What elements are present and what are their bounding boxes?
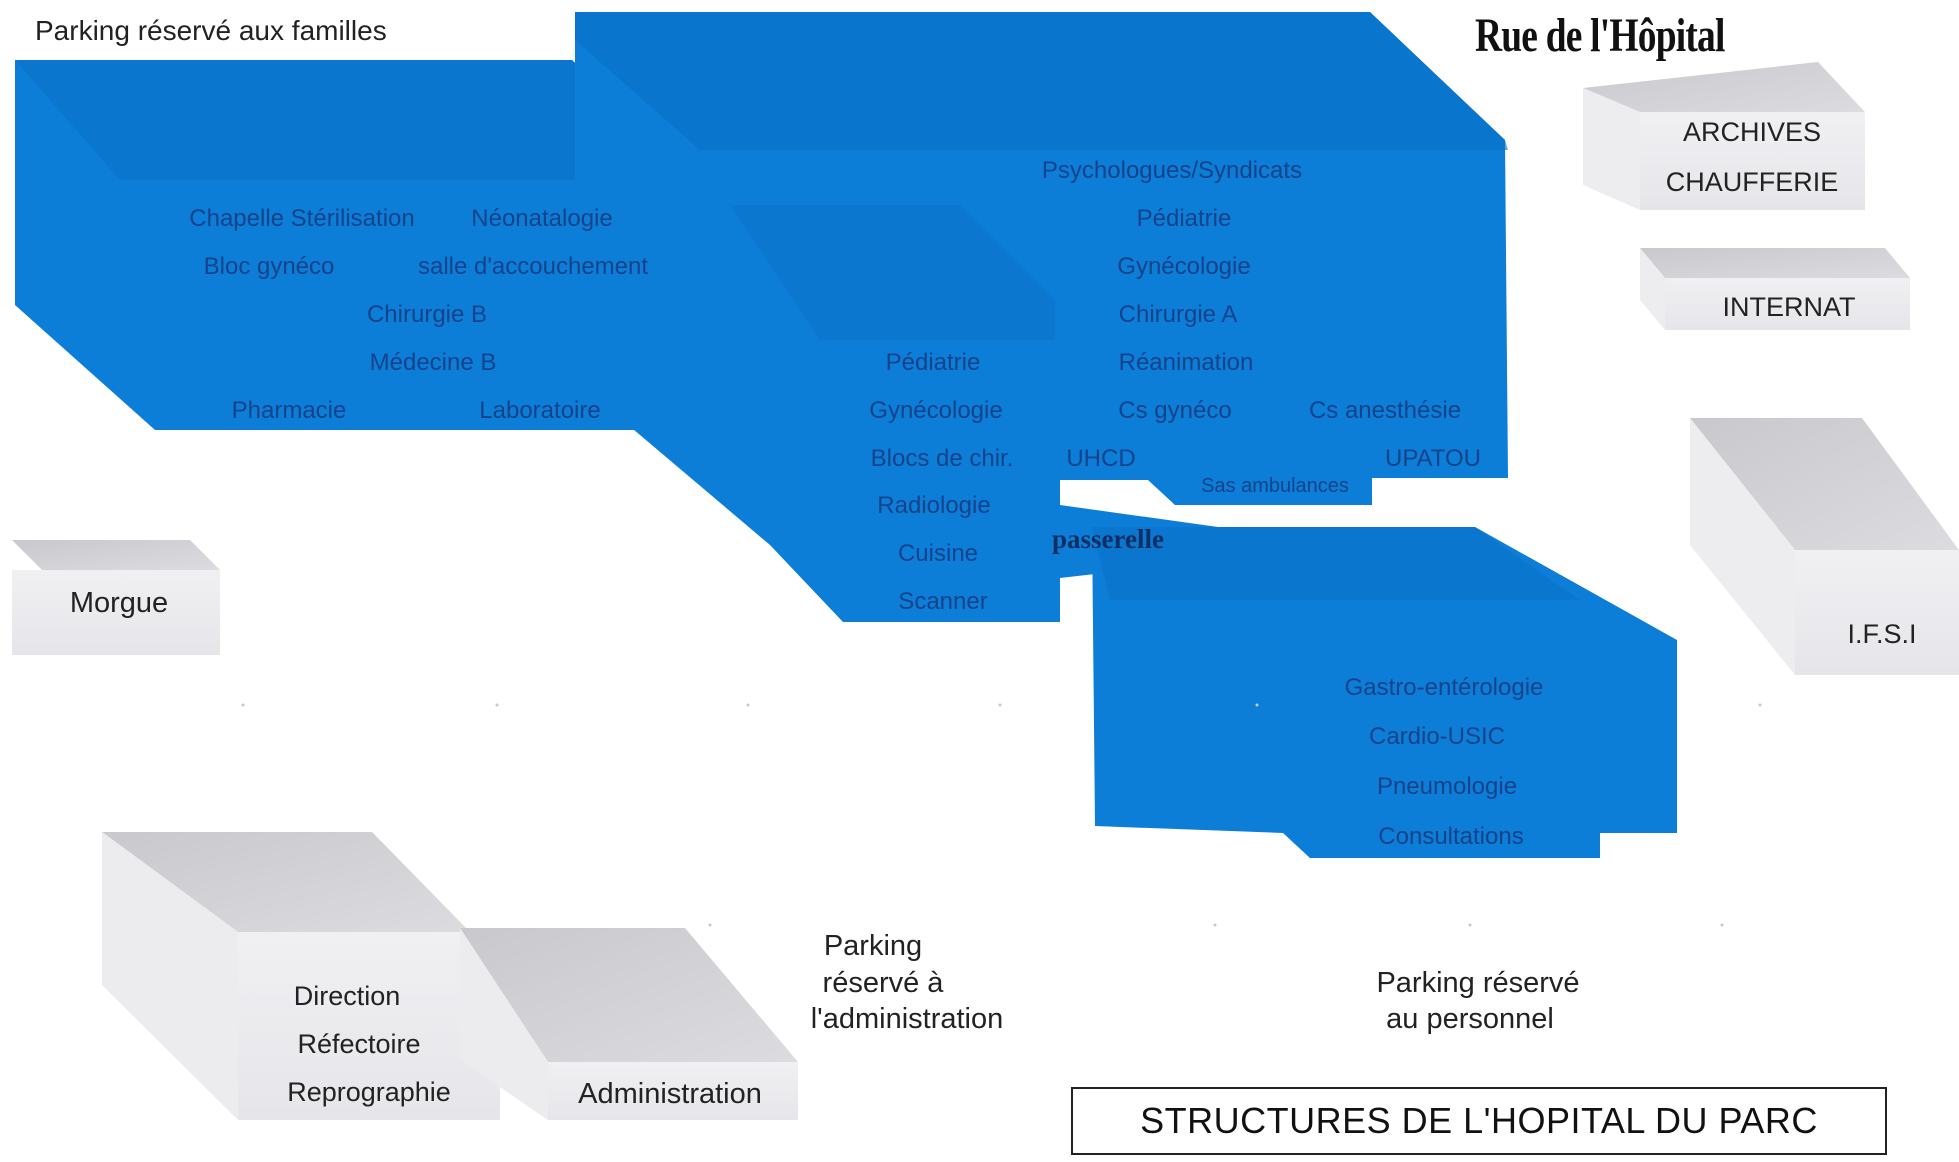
parking-administration-line1: Parking <box>823 930 923 962</box>
label-archives: ARCHIVES <box>1682 117 1822 147</box>
label-scanner: Scanner <box>898 588 988 615</box>
label-direction: Direction <box>293 981 401 1011</box>
label-pneumologie: Pneumologie <box>1376 773 1518 800</box>
label-medecine-b: Médecine B <box>369 349 497 376</box>
central-building <box>575 12 1508 622</box>
label-pediatrie-ne: Pédiatrie <box>1136 205 1232 232</box>
label-blocs-de-chir: Blocs de chir. <box>870 445 1014 472</box>
label-cuisine: Cuisine <box>897 540 979 567</box>
label-gastro-enterologie: Gastro-entérologie <box>1344 674 1544 701</box>
label-gynecologie-ne: Gynécologie <box>1117 253 1251 280</box>
label-cardio-usic: Cardio-USIC <box>1368 723 1506 750</box>
label-radiologie: Radiologie <box>877 492 991 519</box>
south-east-building <box>1092 527 1677 858</box>
label-pediatrie-central: Pédiatrie <box>885 349 981 376</box>
label-administration: Administration <box>578 1078 762 1110</box>
archives-building <box>1583 62 1865 210</box>
label-laboratoire: Laboratoire <box>479 397 601 424</box>
label-pharmacie: Pharmacie <box>231 397 347 424</box>
label-gynecologie-central: Gynécologie <box>869 397 1003 424</box>
label-neonatalogie: Néonatalogie <box>471 205 613 232</box>
label-morgue: Morgue <box>69 587 169 619</box>
label-refectoire: Réfectoire <box>297 1029 421 1059</box>
label-chaufferie: CHAUFFERIE <box>1665 167 1839 197</box>
label-internat: INTERNAT <box>1722 292 1856 322</box>
label-upatou: UPATOU <box>1384 445 1482 472</box>
morgue-building <box>12 540 220 655</box>
label-psychologues-syndicats: Psychologues/Syndicats <box>1041 157 1303 184</box>
direction-building <box>102 832 500 1120</box>
label-sas-ambulances: Sas ambulances <box>1201 475 1349 497</box>
label-uhcd: UHCD <box>1066 445 1136 472</box>
label-ifsi: I.F.S.I <box>1847 619 1917 649</box>
street-name: Rue de l'Hôpital <box>1475 9 1725 62</box>
label-chapelle-sterilisation: Chapelle Stérilisation <box>189 205 415 232</box>
label-cs-gyneco: Cs gynéco <box>1118 397 1232 424</box>
internat-building <box>1640 248 1910 330</box>
administration-building <box>460 928 798 1120</box>
parking-familles-label: Parking réservé aux familles <box>35 15 387 46</box>
label-bloc-gyneco: Bloc gynéco <box>203 253 335 280</box>
label-consultations: Consultations <box>1378 823 1524 850</box>
label-reanimation: Réanimation <box>1118 349 1254 376</box>
label-chirurgie-a: Chirurgie A <box>1118 301 1238 328</box>
label-chirurgie-b: Chirurgie B <box>366 301 488 328</box>
map-title-box: STRUCTURES DE L'HOPITAL DU PARC <box>1071 1087 1887 1155</box>
label-cs-anesthesie: Cs anesthésie <box>1308 397 1462 424</box>
parking-administration-line2: réservé à <box>822 967 944 999</box>
ifsi-building <box>1690 418 1959 675</box>
ground-markers <box>241 703 1762 927</box>
map-title: STRUCTURES DE L'HOPITAL DU PARC <box>1140 1100 1818 1141</box>
parking-personnel-line1: Parking réservé <box>1376 967 1580 999</box>
parking-personnel-line2: au personnel <box>1386 1003 1554 1035</box>
label-passerelle: passerelle <box>1052 524 1164 554</box>
label-salle-accouchement: salle d'accouchement <box>417 253 649 280</box>
label-reprographie: Reprographie <box>287 1077 451 1107</box>
parking-administration-line3: l'administration <box>810 1003 1004 1035</box>
